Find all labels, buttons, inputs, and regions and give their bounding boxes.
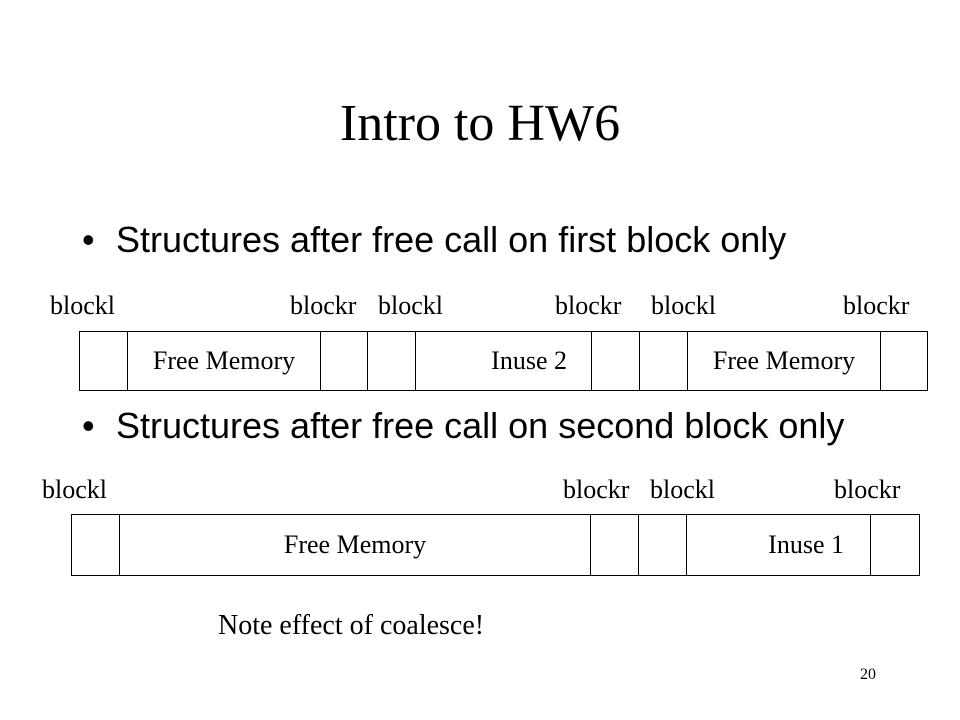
label-blockl-3: blockl xyxy=(651,291,716,320)
bullet-dot: • xyxy=(82,219,95,260)
bullet-second-block: • Structures after free call on second bl… xyxy=(82,404,844,448)
block-text: Free Memory xyxy=(152,346,296,375)
label-blockl-2: blockl xyxy=(378,291,443,320)
footer-cell xyxy=(321,332,368,390)
page-number: 20 xyxy=(860,666,876,683)
inuse-block: Inuse 1 xyxy=(687,515,871,575)
footer-cell xyxy=(591,515,639,575)
inuse-block: Inuse 2 xyxy=(416,332,592,390)
label-blockr-1: blockr xyxy=(563,475,630,504)
header-cell xyxy=(72,515,120,575)
header-cell xyxy=(639,515,687,575)
label-blockl-2: blockl xyxy=(650,475,715,504)
label-blockr-3: blockr xyxy=(843,291,910,320)
free-memory-block: Free Memory xyxy=(120,515,591,575)
header-cell xyxy=(80,332,128,390)
coalesce-note: Note effect of coalesce! xyxy=(218,610,485,641)
memory-strip-second: Free Memory Inuse 1 xyxy=(71,514,920,576)
label-blockr-2: blockr xyxy=(555,291,622,320)
header-cell xyxy=(640,332,688,390)
block-text: Inuse 2 xyxy=(491,346,567,375)
bullet-text: Structures after free call on second blo… xyxy=(116,405,845,446)
block-text: Inuse 1 xyxy=(768,530,844,559)
bullet-first-block: • Structures after free call on first blo… xyxy=(82,218,786,262)
label-blockl-1: blockl xyxy=(42,475,107,504)
block-text: Free Memory xyxy=(712,346,856,375)
header-cell xyxy=(368,332,416,390)
free-memory-block: Free Memory xyxy=(128,332,321,390)
label-blockr-2: blockr xyxy=(834,475,901,504)
label-blockl-1: blockl xyxy=(50,291,115,320)
free-memory-block: Free Memory xyxy=(688,332,881,390)
footer-cell xyxy=(871,515,921,575)
footer-cell xyxy=(881,332,929,390)
block-text: Free Memory xyxy=(283,530,427,559)
footer-cell xyxy=(592,332,640,390)
slide-title: Intro to HW6 xyxy=(339,95,621,152)
bullet-text: Structures after free call on first bloc… xyxy=(116,219,787,260)
bullet-dot: • xyxy=(82,405,95,446)
memory-strip-first: Free Memory Inuse 2 Free Memory xyxy=(79,331,928,391)
label-blockr-1: blockr xyxy=(290,291,357,320)
